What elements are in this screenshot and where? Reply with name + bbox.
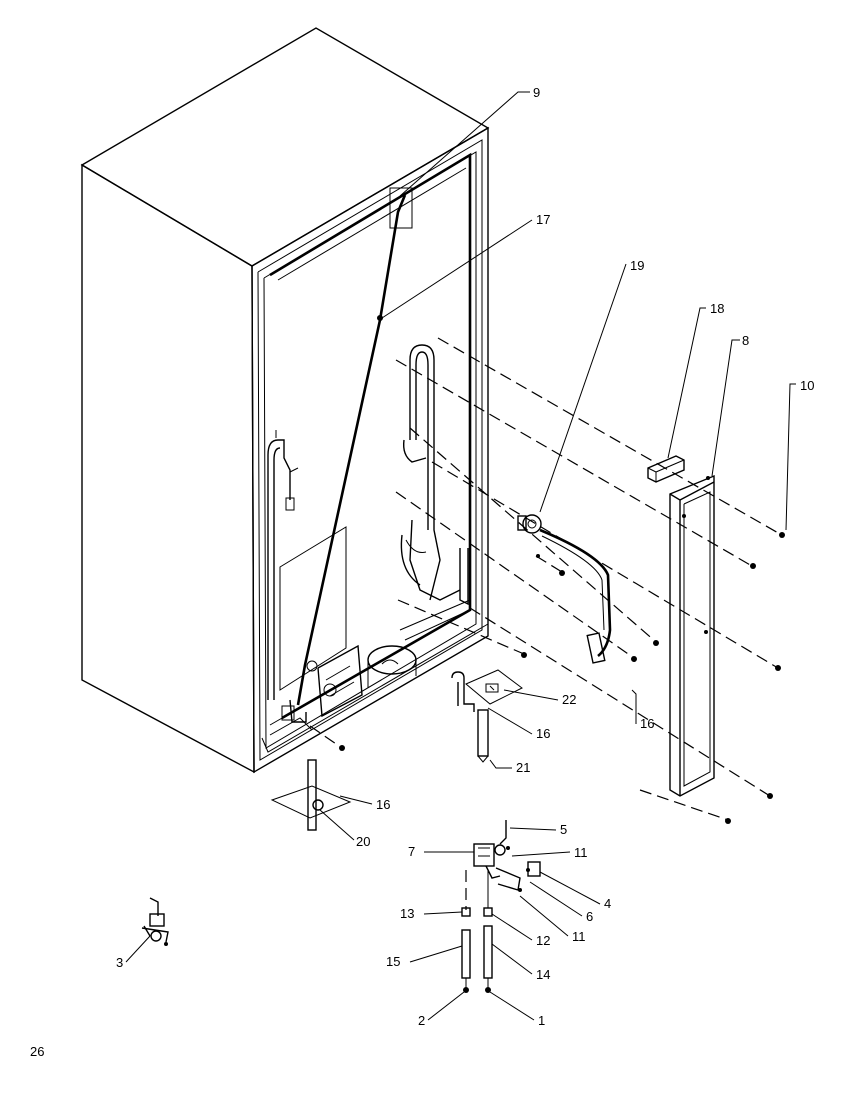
faucet-valve xyxy=(141,897,169,946)
callout-4: 4 xyxy=(604,896,611,911)
back-cover-panel xyxy=(669,474,715,797)
valve-cluster xyxy=(461,820,541,993)
callout-2: 2 xyxy=(418,1013,425,1028)
callout-labels: 9 17 19 18 8 10 22 16 16 21 16 20 5 7 11… xyxy=(116,85,814,1028)
callout-15: 15 xyxy=(386,954,400,969)
callout-12: 12 xyxy=(536,933,550,948)
callout-10: 10 xyxy=(800,378,814,393)
compressor-area xyxy=(269,599,471,736)
callout-14: 14 xyxy=(536,967,550,982)
callout-17: 17 xyxy=(536,212,550,227)
callout-16-right: 16 xyxy=(640,716,654,731)
callout-5: 5 xyxy=(560,822,567,837)
callout-18: 18 xyxy=(710,301,724,316)
left-tube-assembly xyxy=(267,430,299,700)
callout-13: 13 xyxy=(400,906,414,921)
callout-1: 1 xyxy=(538,1013,545,1028)
explode-lines xyxy=(309,337,781,821)
callout-7: 7 xyxy=(408,844,415,859)
screws xyxy=(339,532,785,824)
spacer-block xyxy=(647,455,685,483)
water-valve-bracket xyxy=(270,759,352,831)
callout-19: 19 xyxy=(630,258,644,273)
callout-16-center: 16 xyxy=(536,726,550,741)
power-cord xyxy=(517,514,612,664)
callout-6: 6 xyxy=(586,909,593,924)
page-number: 26 xyxy=(30,1044,44,1059)
cabinet xyxy=(80,27,490,774)
callout-11-bottom: 11 xyxy=(572,929,586,944)
callout-22: 22 xyxy=(562,692,576,707)
callout-3: 3 xyxy=(116,955,123,970)
condenser-tube xyxy=(269,152,472,720)
leader-lines xyxy=(125,91,796,1021)
callout-16-left: 16 xyxy=(376,797,390,812)
callout-8: 8 xyxy=(742,333,749,348)
callout-11-top: 11 xyxy=(574,845,588,860)
callout-9: 9 xyxy=(533,85,540,100)
callout-21: 21 xyxy=(516,760,530,775)
evaporator-tubing xyxy=(400,344,471,608)
callout-20: 20 xyxy=(356,834,370,849)
back-label-panel xyxy=(279,526,347,691)
drain-assembly xyxy=(451,669,523,763)
capillary-tube xyxy=(296,187,413,706)
